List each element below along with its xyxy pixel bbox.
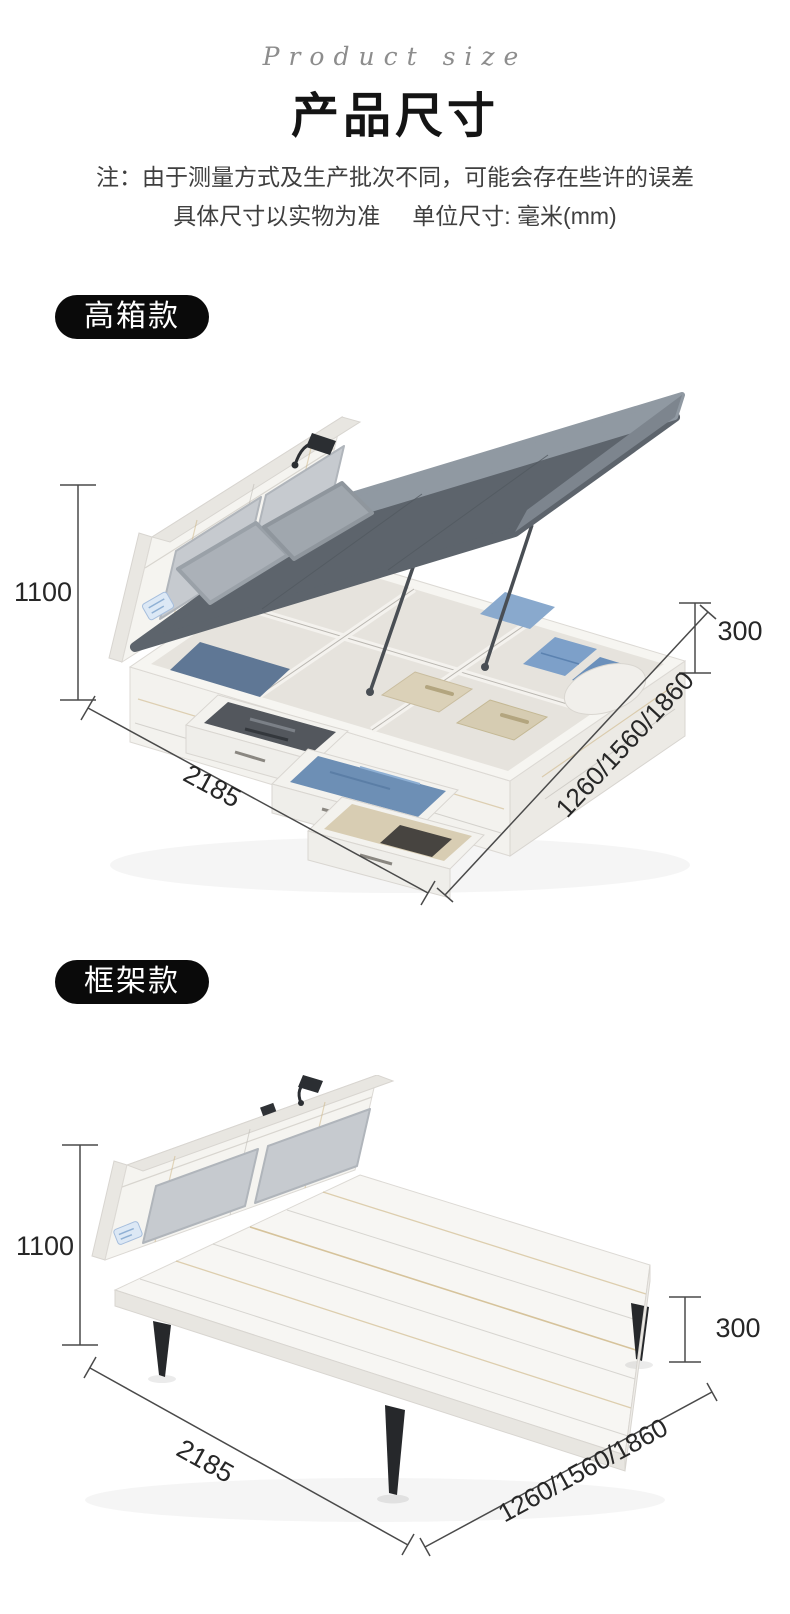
reading-lamp-icon [297, 1075, 323, 1106]
storage-bed-illustration [108, 392, 690, 899]
badge-frame-style: 框架款 [55, 960, 209, 1004]
note-actual-size: 具体尺寸以实物为准 [173, 203, 381, 229]
section-box-bed: 高箱款 [0, 285, 790, 940]
dim-side-label: 300 [715, 1313, 761, 1343]
pillows [176, 481, 374, 605]
stored-mat [170, 642, 290, 697]
dim-height-label: 1100 [13, 577, 73, 607]
headboard [91, 1075, 395, 1261]
measure-note-line2: 具体尺寸以实物为准 单位尺寸: 毫米(mm) [0, 197, 790, 231]
headboard-cushion [254, 1108, 371, 1204]
headboard-cushion [142, 1148, 259, 1244]
control-tag [113, 1221, 143, 1245]
note-unit: 单位尺寸: 毫米(mm) [412, 203, 617, 229]
control-tag [141, 591, 175, 621]
mattress-lifted [130, 392, 685, 652]
badge-box-style: 高箱款 [55, 295, 209, 339]
dim-side-label: 300 [717, 616, 763, 646]
script-subtitle: Product size [262, 42, 528, 71]
shelf-device [260, 1102, 277, 1117]
bed-platform [113, 1174, 651, 1456]
section-frame-bed: 框架款 [0, 940, 790, 1614]
reading-lamp-icon [291, 433, 336, 469]
dim-height-label: 1100 [15, 1231, 75, 1261]
frame-bed-illustration [85, 1075, 665, 1522]
measure-note-line1: 注：由于测量方式及生产批次不同，可能会存在些许的误差 [96, 164, 694, 190]
page-title: 产品尺寸 [290, 90, 499, 143]
